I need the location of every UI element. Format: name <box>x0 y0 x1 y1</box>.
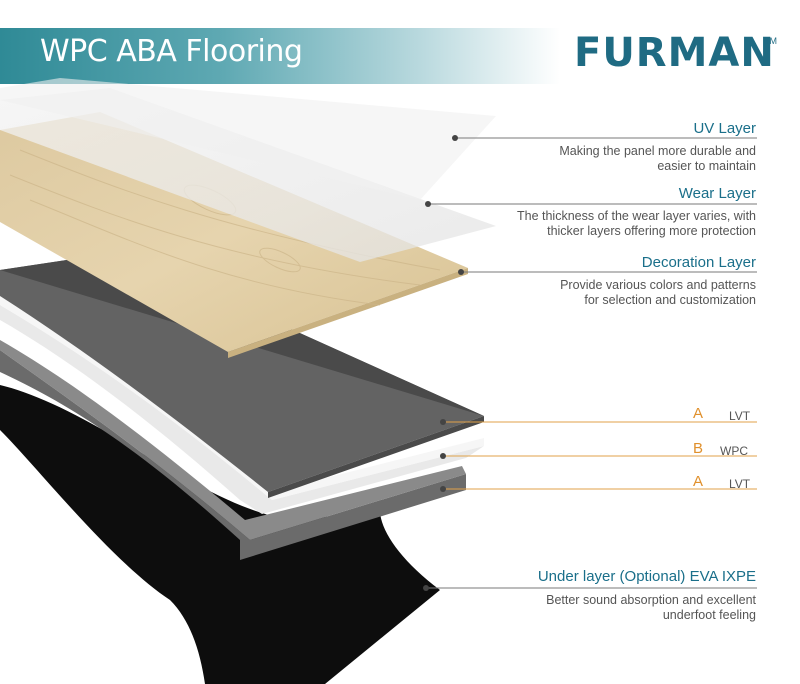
uv-layer-title: UV Layer <box>693 120 756 137</box>
uv-layer-desc-line2: easier to maintain <box>657 159 756 173</box>
decoration-layer-desc-line1: Provide various colors and patterns <box>560 278 756 292</box>
under-layer-desc-line2: underfoot feeling <box>662 608 756 622</box>
under-layer-title: Under layer (Optional) EVA IXPE <box>537 568 756 585</box>
wear-layer-shape <box>0 88 496 262</box>
brand-trademark: TM <box>764 36 777 46</box>
decoration-layer-desc-line2: for selection and customization <box>584 293 756 307</box>
core-code-name: LVT <box>729 409 751 423</box>
brand-logo: FURMAN <box>574 30 775 76</box>
under-layer-desc: Better sound absorption and excellent un… <box>456 593 756 623</box>
lvt-upper-shape <box>0 252 484 492</box>
uv-layer-desc: Making the panel more durable and easier… <box>456 144 756 174</box>
uv-layer-desc-line1: Making the panel more durable and <box>559 144 756 158</box>
under-layer-shape <box>0 385 440 684</box>
core-code-letter: A <box>693 473 704 490</box>
core-code-letter: B <box>693 440 704 457</box>
core-code-letter: A <box>693 405 704 422</box>
wear-layer-desc: The thickness of the wear layer varies, … <box>456 209 756 239</box>
decoration-layer-desc: Provide various colors and patterns for … <box>456 278 756 308</box>
uv-layer-shape <box>0 78 496 200</box>
wear-layer-desc-line1: The thickness of the wear layer varies, … <box>517 209 756 223</box>
wear-layer-title: Wear Layer <box>678 185 756 202</box>
core-code-name: LVT <box>729 477 751 491</box>
page-title: WPC ABA Flooring <box>40 34 303 69</box>
wear-layer-desc-line2: thicker layers offering more protection <box>547 224 756 238</box>
decoration-layer-title: Decoration Layer <box>641 254 756 271</box>
core-code-name: WPC <box>720 444 748 458</box>
title-banner <box>0 28 560 84</box>
under-layer-desc-line1: Better sound absorption and excellent <box>546 593 756 607</box>
